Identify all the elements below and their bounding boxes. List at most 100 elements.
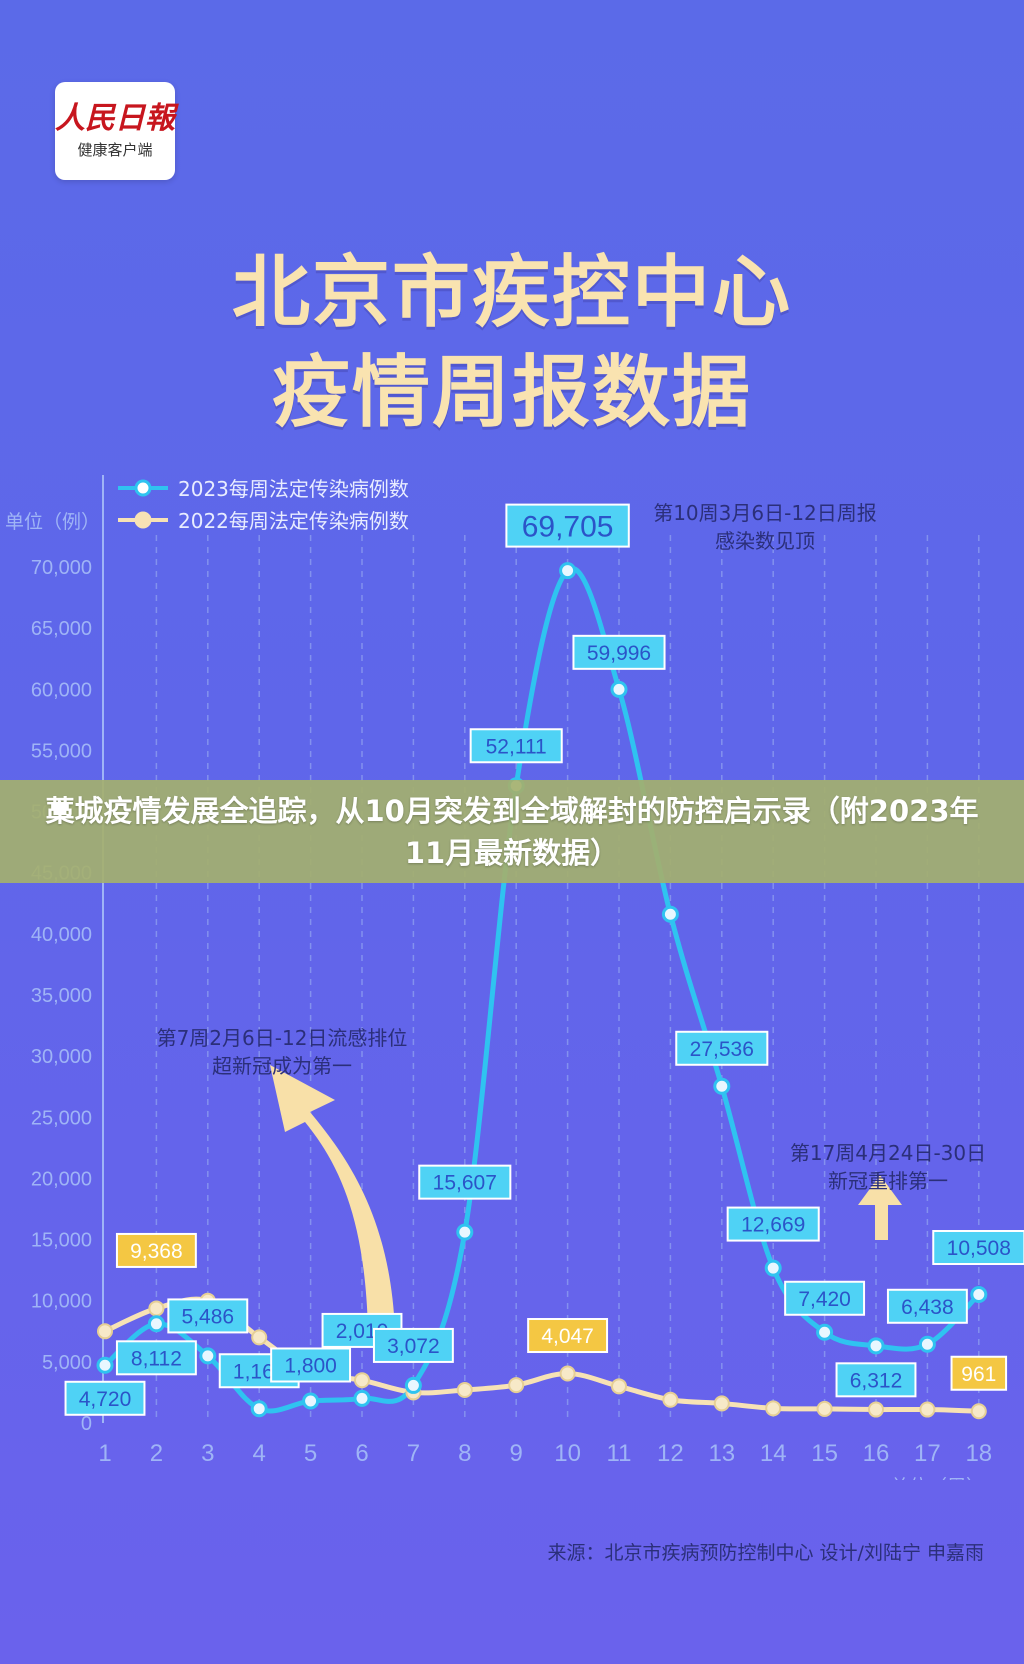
series-2023-point bbox=[816, 1323, 834, 1341]
y-tick-label: 35,000 bbox=[31, 985, 92, 1007]
series-2023-point bbox=[970, 1286, 988, 1304]
annotation-text: 超新冠成为第一 bbox=[212, 1054, 352, 1078]
series-2022-point bbox=[970, 1403, 987, 1420]
data-label-text: 5,486 bbox=[182, 1305, 235, 1328]
series-2023-point bbox=[147, 1315, 165, 1333]
data-label-box bbox=[270, 1347, 352, 1383]
data-label-text: 4,720 bbox=[79, 1388, 132, 1411]
data-label-box bbox=[784, 1280, 866, 1316]
data-label-2023: 1,800 bbox=[270, 1347, 352, 1383]
data-label-box bbox=[527, 1318, 609, 1354]
data-label-text: 10,508 bbox=[947, 1237, 1011, 1260]
x-tick-label: 10 bbox=[554, 1440, 581, 1467]
x-tick-label: 12 bbox=[657, 1440, 684, 1467]
series-2022-point bbox=[508, 1377, 525, 1394]
data-label-box bbox=[572, 634, 666, 670]
data-label-2022: 9,368 bbox=[115, 1232, 197, 1268]
data-label-2023: 52,111 bbox=[469, 728, 563, 764]
annotation-text: 新冠重排第一 bbox=[828, 1169, 948, 1193]
y-tick-label: 0 bbox=[81, 1413, 92, 1435]
series-2023-point bbox=[404, 1376, 422, 1394]
series-2023-point bbox=[456, 1223, 474, 1241]
data-label-box bbox=[675, 1030, 769, 1066]
x-tick-label: 8 bbox=[458, 1440, 471, 1467]
data-label-box bbox=[726, 1206, 820, 1242]
poster-title-line1: 北京市疾控中心 bbox=[231, 248, 792, 338]
y-tick-label: 55,000 bbox=[31, 740, 92, 762]
series-2022-point bbox=[662, 1391, 679, 1408]
data-label-2023: 27,536 bbox=[675, 1030, 769, 1066]
series-2023-point bbox=[96, 1356, 114, 1374]
annotation-text: 第17周4月24日-30日 bbox=[790, 1141, 986, 1165]
data-label-text: 69,705 bbox=[522, 510, 614, 543]
poster-title-line2: 疫情周报数据 bbox=[271, 348, 752, 438]
series-2022-point bbox=[713, 1395, 730, 1412]
data-label-text: 961 bbox=[961, 1363, 996, 1386]
x-tick-label: 13 bbox=[708, 1440, 735, 1467]
legend-marker bbox=[134, 479, 152, 497]
x-tick-label: 4 bbox=[253, 1440, 266, 1467]
x-tick-label: 9 bbox=[510, 1440, 523, 1467]
series-2023-point bbox=[867, 1337, 885, 1355]
data-label-2023: 12,669 bbox=[726, 1206, 820, 1242]
data-label-2023: 10,508 bbox=[932, 1230, 1024, 1266]
data-label-2023: 15,607 bbox=[418, 1164, 512, 1200]
series-2023-point bbox=[353, 1389, 371, 1407]
headline-text: 藁城疫情发展全追踪，从10月突发到全域解封的防控启示录（附2023年11月最新数… bbox=[45, 793, 979, 870]
series-2022-point bbox=[97, 1323, 113, 1340]
data-label-2023: 5,486 bbox=[167, 1298, 249, 1334]
data-label-text: 59,996 bbox=[587, 642, 651, 665]
data-label-2023: 6,438 bbox=[886, 1288, 968, 1324]
series-2022-point bbox=[816, 1400, 833, 1417]
data-label-text: 12,669 bbox=[741, 1214, 805, 1237]
y-tick-label: 30,000 bbox=[31, 1046, 92, 1068]
data-label-text: 6,438 bbox=[901, 1296, 954, 1319]
data-label-box bbox=[167, 1298, 249, 1334]
y-tick-label: 10,000 bbox=[31, 1291, 92, 1313]
y-tick-label: 25,000 bbox=[31, 1107, 92, 1129]
data-label-box bbox=[115, 1340, 197, 1376]
series-2023-point bbox=[250, 1400, 268, 1418]
source-credit: 来源：北京市疾病预防控制中心 设计/刘陆宁 申嘉雨 bbox=[547, 1542, 984, 1564]
legend-label: 2022每周法定传染病例数 bbox=[178, 509, 409, 533]
logo-brand: 人民日報 bbox=[55, 101, 175, 136]
x-axis-title: 单位（周） bbox=[890, 1476, 985, 1480]
x-tick-label: 3 bbox=[201, 1440, 214, 1467]
data-label-box bbox=[64, 1380, 146, 1416]
y-tick-label: 20,000 bbox=[31, 1168, 92, 1190]
x-tick-label: 17 bbox=[914, 1440, 941, 1467]
data-label-2022: 961 bbox=[950, 1355, 1008, 1391]
data-label-2022: 4,047 bbox=[527, 1318, 609, 1354]
series-2022-point bbox=[868, 1401, 884, 1418]
data-label-2023: 3,072 bbox=[372, 1327, 454, 1363]
series-2022-point bbox=[456, 1381, 473, 1398]
x-tick-label: 15 bbox=[811, 1440, 838, 1467]
series-2022-point bbox=[765, 1400, 782, 1417]
data-label-box bbox=[932, 1230, 1024, 1266]
y-tick-label: 60,000 bbox=[31, 679, 92, 701]
x-tick-label: 1 bbox=[98, 1440, 111, 1467]
data-label-text: 1,800 bbox=[284, 1355, 337, 1378]
logo: 人民日報 健康客户端 bbox=[55, 82, 175, 180]
y-tick-label: 5,000 bbox=[42, 1352, 92, 1374]
series-2023-point bbox=[199, 1347, 217, 1365]
data-label-text: 8,112 bbox=[131, 1347, 182, 1370]
series-2023-point bbox=[713, 1077, 731, 1095]
data-label-2023: 7,420 bbox=[784, 1280, 866, 1316]
series-2023-point bbox=[764, 1259, 782, 1277]
data-label-2023: 59,996 bbox=[572, 634, 666, 670]
x-tick-label: 11 bbox=[607, 1440, 632, 1467]
data-label-2023: 8,112 bbox=[115, 1340, 197, 1376]
legend-label: 2023每周法定传染病例数 bbox=[178, 477, 409, 501]
y-tick-label: 65,000 bbox=[31, 618, 92, 640]
series-2023-point bbox=[918, 1335, 936, 1353]
series-2023-point bbox=[559, 562, 577, 580]
data-label-text: 4,047 bbox=[541, 1325, 594, 1348]
data-label-box bbox=[469, 728, 563, 764]
logo-subtitle: 健康客户端 bbox=[77, 141, 153, 159]
y-tick-label: 70,000 bbox=[31, 557, 92, 579]
data-label-box bbox=[886, 1288, 968, 1324]
series-2023-point bbox=[610, 680, 628, 698]
data-label-text: 7,420 bbox=[798, 1288, 851, 1311]
annotation-text: 第10周3月6日-12日周报 bbox=[653, 501, 877, 525]
